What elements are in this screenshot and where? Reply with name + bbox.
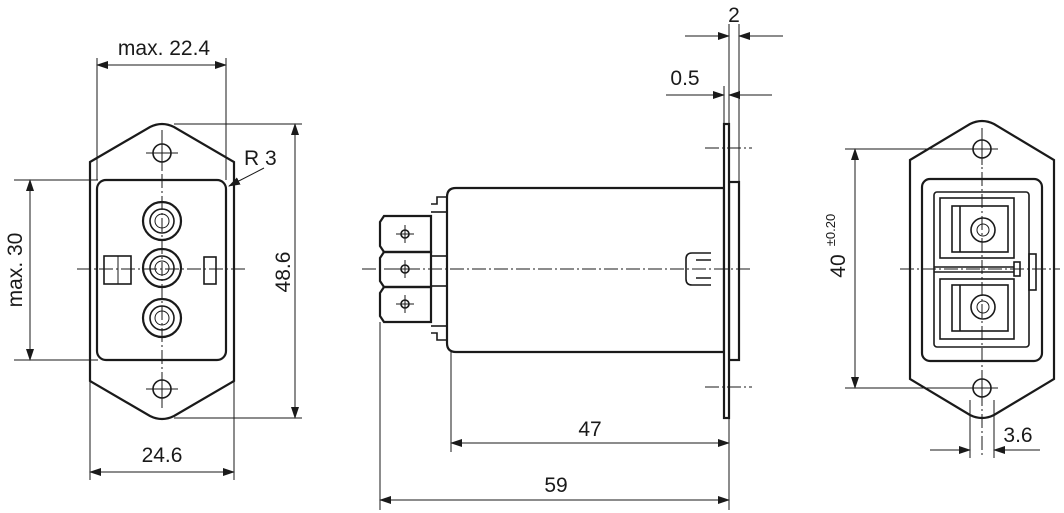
dim-body-length: 47: [450, 352, 730, 452]
dim-front-width-max: max. 22.4: [96, 37, 227, 180]
label-front-height-max: max. 30: [4, 233, 27, 308]
rear-terminal-bottom: [939, 278, 1015, 340]
rear-tab: [1028, 253, 1037, 291]
label-front-width-max: max. 22.4: [118, 37, 211, 60]
label-corner-radius: R 3: [244, 147, 277, 170]
dim-panel-gap: 0.5: [666, 67, 772, 124]
side-clip: [685, 252, 711, 286]
label-rear-offset: 3.6: [1003, 424, 1032, 447]
rear-terminal-top: [939, 197, 1015, 259]
side-view: 2 0.5 47 59: [362, 4, 783, 510]
label-flange-width: 24.6: [142, 444, 183, 467]
front-view: max. 22.4 max. 30 R 3 48.6 24.6: [4, 37, 302, 480]
label-panel-gap: 0.5: [670, 67, 699, 90]
dim-flange-width: 24.6: [89, 381, 235, 480]
side-flange: [722, 122, 731, 420]
dim-flange-height: 48.6: [174, 123, 302, 419]
front-slot-left: [103, 255, 132, 285]
rear-view: 40 ±0.20 3.6: [823, 119, 1060, 458]
label-flange-thickness: 2: [728, 4, 740, 27]
label-body-length: 47: [578, 418, 601, 441]
dim-front-height-max: max. 30: [4, 179, 98, 361]
rear-flange: [908, 119, 1056, 420]
dim-overall-length: 59: [379, 322, 730, 510]
label-hole-spacing: 40: [827, 254, 850, 277]
side-terminal-bottom: [378, 285, 447, 327]
dim-rear-offset: 3.6: [930, 400, 1040, 458]
front-slot-right: [203, 256, 217, 285]
side-body: [445, 186, 726, 354]
dim-hole-spacing: 40 ±0.20: [823, 148, 966, 389]
dim-corner-radius: R 3: [228, 147, 277, 187]
dim-flange-thickness: 2: [685, 4, 783, 182]
label-flange-height: 48.6: [272, 252, 295, 293]
label-hole-spacing-tolerance: ±0.20: [823, 214, 838, 246]
label-overall-length: 59: [544, 474, 567, 497]
side-front-collar: [727, 180, 741, 362]
side-terminal-top: [378, 211, 447, 257]
